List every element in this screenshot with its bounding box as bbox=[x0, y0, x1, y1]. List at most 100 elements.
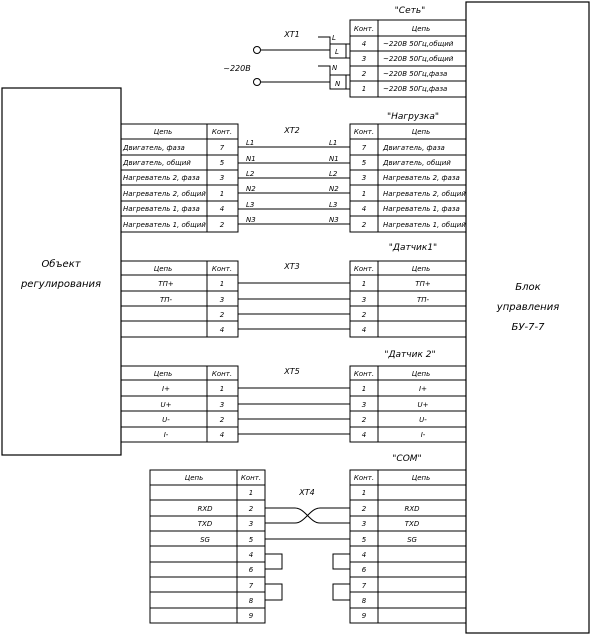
load-wire-label-right: L2 bbox=[329, 170, 338, 178]
com-right-row-cont: 7 bbox=[362, 582, 367, 590]
load-right-row-circuit: Двигатель, фаза bbox=[382, 144, 445, 152]
mains-row-circuit: ~220В 50Гц,общий bbox=[383, 40, 454, 48]
load-left-row-cont: 2 bbox=[220, 221, 225, 229]
com-left-header-circuit: Цепь bbox=[185, 474, 203, 482]
com-title: "COM" bbox=[392, 454, 421, 464]
load-right-row-circuit: Нагреватель 2, фаза bbox=[383, 174, 460, 182]
sensor2-left-header-cont: Конт. bbox=[212, 370, 232, 378]
sensor2-title: "Датчик 2" bbox=[384, 350, 435, 360]
load-left-row-cont: 4 bbox=[220, 205, 224, 213]
load-wire-label-left: L3 bbox=[246, 201, 254, 209]
com-left-row-cont: 1 bbox=[249, 489, 253, 497]
load-left-row-circuit: Двигатель, фаза bbox=[122, 144, 185, 152]
control-object-label-2: регулирования bbox=[20, 279, 101, 290]
sensor1-right-row-cont: 2 bbox=[362, 311, 367, 319]
mains-section: "Сеть" XT1 ~220В Конт. Цепь L L N N 4~22… bbox=[223, 6, 467, 98]
load-right-row-cont: 3 bbox=[362, 174, 366, 182]
sensor1-left-row-circuit: ТП- bbox=[160, 296, 173, 304]
load-wire-label-left: N2 bbox=[246, 185, 256, 193]
load-left-row-circuit: Нагреватель 1, общий bbox=[123, 221, 206, 229]
sensor2-right-row-circuit: U- bbox=[419, 416, 427, 424]
load-right-row-cont: 7 bbox=[362, 144, 367, 152]
mains-connector-label: XT1 bbox=[283, 30, 299, 39]
sensor2-left-header-circuit: Цепь bbox=[154, 370, 172, 378]
sensor2-right-row-circuit: I- bbox=[421, 431, 426, 439]
com-left-row-circuit: SG bbox=[200, 536, 210, 544]
sensor2-left-row-cont: 4 bbox=[220, 431, 224, 439]
load-wire-label-left: L1 bbox=[246, 139, 254, 147]
sensor2-left-row-cont: 2 bbox=[220, 416, 225, 424]
com-left-row-circuit: TXD bbox=[198, 520, 213, 528]
com-right-row-cont: 2 bbox=[362, 505, 367, 513]
sensor1-connector-label: XT3 bbox=[283, 262, 299, 271]
com-left-row-cont: 7 bbox=[249, 582, 254, 590]
control-unit-label-2: управления bbox=[496, 302, 559, 313]
mains-row-cont: 4 bbox=[362, 40, 366, 48]
mains-row-cont: 1 bbox=[362, 85, 366, 93]
load-left-row-circuit: Нагреватель 2, фаза bbox=[123, 174, 200, 182]
com-right-header-circuit: Цепь bbox=[412, 474, 430, 482]
load-right-header-circuit: Цепь bbox=[412, 128, 430, 136]
control-object-label-1: Объект bbox=[41, 258, 81, 270]
sensor1-title: "Датчик1" bbox=[389, 243, 437, 253]
load-wire-label-left: L2 bbox=[246, 170, 255, 178]
mains-header-cont: Конт. bbox=[354, 25, 374, 33]
sensor1-section: "Датчик1" XT3 Цепь Конт. Конт. Цепь ТП+1… bbox=[120, 243, 467, 338]
com-right-row-cont: 5 bbox=[362, 536, 367, 544]
load-wire-label-left: N3 bbox=[246, 216, 256, 224]
load-connector-label: XT2 bbox=[283, 126, 299, 135]
sensor2-left-row-circuit: U+ bbox=[161, 401, 172, 409]
com-right-row-cont: 1 bbox=[362, 489, 366, 497]
com-right-row-cont: 4 bbox=[362, 551, 366, 559]
com-left-row-cont: 8 bbox=[249, 597, 254, 605]
com-left-row-cont: 6 bbox=[249, 566, 254, 574]
com-right-row-cont: 9 bbox=[362, 612, 367, 620]
load-wire-label-right: L1 bbox=[329, 139, 337, 147]
com-right-row-circuit: TXD bbox=[405, 520, 420, 528]
sensor2-left-row-cont: 1 bbox=[220, 385, 224, 393]
com-right-header-cont: Конт. bbox=[354, 474, 374, 482]
load-right-row-cont: 1 bbox=[362, 190, 366, 198]
sensor1-right-row-circuit: ТП- bbox=[417, 296, 430, 304]
sensor1-right-header-circuit: Цепь bbox=[412, 265, 430, 273]
load-right-row-circuit: Нагреватель 1, общий bbox=[383, 221, 466, 229]
load-left-row-cont: 7 bbox=[220, 144, 225, 152]
load-right-row-circuit: Нагреватель 1, фаза bbox=[383, 205, 460, 213]
load-left-header-cont: Конт. bbox=[212, 128, 232, 136]
sensor2-right-row-cont: 2 bbox=[362, 416, 367, 424]
com-left-row-cont: 5 bbox=[249, 536, 254, 544]
sensor2-right-row-cont: 4 bbox=[362, 431, 366, 439]
mains-pin-1: L bbox=[332, 34, 336, 42]
load-left-row-circuit: Нагреватель 1, фаза bbox=[123, 205, 200, 213]
sensor1-left-row-cont: 4 bbox=[220, 326, 224, 334]
sensor2-connector-label: XT5 bbox=[283, 367, 299, 376]
load-left-row-circuit: Двигатель, общий bbox=[122, 159, 191, 167]
sensor1-right-row-cont: 3 bbox=[362, 296, 366, 304]
mains-header-circuit: Цепь bbox=[412, 25, 430, 33]
mains-title: "Сеть" bbox=[395, 6, 426, 16]
sensor2-right-header-cont: Конт. bbox=[354, 370, 374, 378]
mains-voltage-label: ~220В bbox=[223, 64, 250, 73]
sensor2-left-row-circuit: I+ bbox=[162, 385, 170, 393]
com-right-row-circuit: SG bbox=[407, 536, 417, 544]
com-right-row-cont: 3 bbox=[362, 520, 366, 528]
control-unit-label-1: Блок bbox=[515, 282, 540, 293]
load-wire-label-right: N3 bbox=[329, 216, 339, 224]
com-connector-label: XT4 bbox=[298, 488, 314, 497]
load-right-row-cont: 5 bbox=[362, 159, 367, 167]
load-right-row-cont: 2 bbox=[362, 221, 367, 229]
sensor2-right-row-cont: 3 bbox=[362, 401, 366, 409]
com-left-row-circuit: RXD bbox=[197, 505, 213, 513]
load-left-row-cont: 5 bbox=[220, 159, 225, 167]
com-section: "COM" XT4 Цепь Конт. Конт. Цепь bbox=[149, 454, 467, 624]
sensor2-right-header-circuit: Цепь bbox=[412, 370, 430, 378]
load-wire-label-right: N1 bbox=[329, 155, 339, 163]
com-right-row-cont: 6 bbox=[362, 566, 367, 574]
sensor2-right-row-cont: 1 bbox=[362, 385, 366, 393]
mains-row-circuit: ~220В 50Гц,фаза bbox=[383, 70, 447, 78]
mains-pin-4: N bbox=[335, 80, 341, 88]
load-right-row-cont: 4 bbox=[362, 205, 366, 213]
com-right-row-circuit: RXD bbox=[404, 505, 420, 513]
